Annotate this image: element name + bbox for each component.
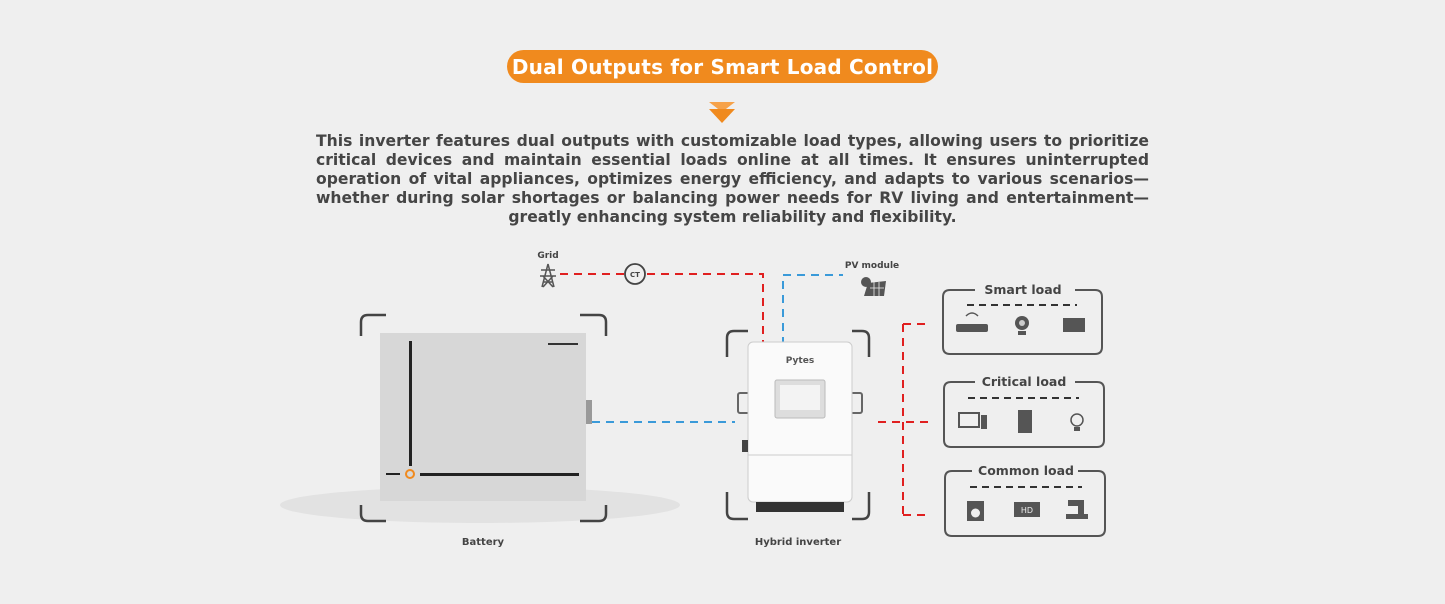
battery-frame bbox=[359, 313, 608, 523]
ct-label: CT bbox=[630, 271, 640, 279]
router-icon bbox=[956, 312, 988, 332]
battery-label: Battery bbox=[462, 537, 505, 548]
washing-machine-icon bbox=[967, 501, 984, 521]
dc-wiring bbox=[592, 274, 843, 423]
fridge-icon bbox=[1018, 410, 1032, 433]
common-load-box: Common load HD bbox=[944, 463, 1106, 537]
common-load-label: Common load bbox=[978, 463, 1074, 478]
display-panel-icon bbox=[1063, 318, 1085, 332]
light-bulb-icon bbox=[1070, 413, 1084, 431]
computer-icon bbox=[958, 412, 987, 429]
title-badge: Dual Outputs for Smart Load Control bbox=[507, 50, 938, 83]
inverter-label: Hybrid inverter bbox=[755, 537, 841, 548]
sewing-machine-icon bbox=[1066, 500, 1088, 519]
down-arrow-icon bbox=[709, 102, 735, 123]
ac-wiring bbox=[560, 273, 928, 516]
solar-panel-icon bbox=[861, 277, 886, 296]
grid-tower-icon bbox=[540, 263, 556, 288]
critical-load-label: Critical load bbox=[982, 374, 1067, 389]
hd-tv-icon: HD bbox=[1014, 502, 1040, 517]
description: This inverter features dual outputs with… bbox=[316, 132, 1149, 226]
svg-text:HD: HD bbox=[1021, 506, 1033, 515]
pv-module-label: PV module bbox=[845, 261, 899, 271]
smart-load-box: Smart load bbox=[942, 282, 1103, 355]
battery-unit bbox=[280, 333, 680, 523]
grid-label: Grid bbox=[537, 251, 558, 261]
smart-load-label: Smart load bbox=[984, 282, 1061, 297]
ct-sensor: CT bbox=[624, 263, 646, 285]
webcam-icon bbox=[1015, 316, 1029, 335]
inverter-frame bbox=[725, 329, 871, 521]
battery-power-button bbox=[405, 469, 415, 479]
hybrid-inverter-unit bbox=[737, 341, 863, 512]
critical-load-box: Critical load bbox=[943, 374, 1105, 448]
inverter-brand-logo: Pytes bbox=[786, 356, 814, 366]
